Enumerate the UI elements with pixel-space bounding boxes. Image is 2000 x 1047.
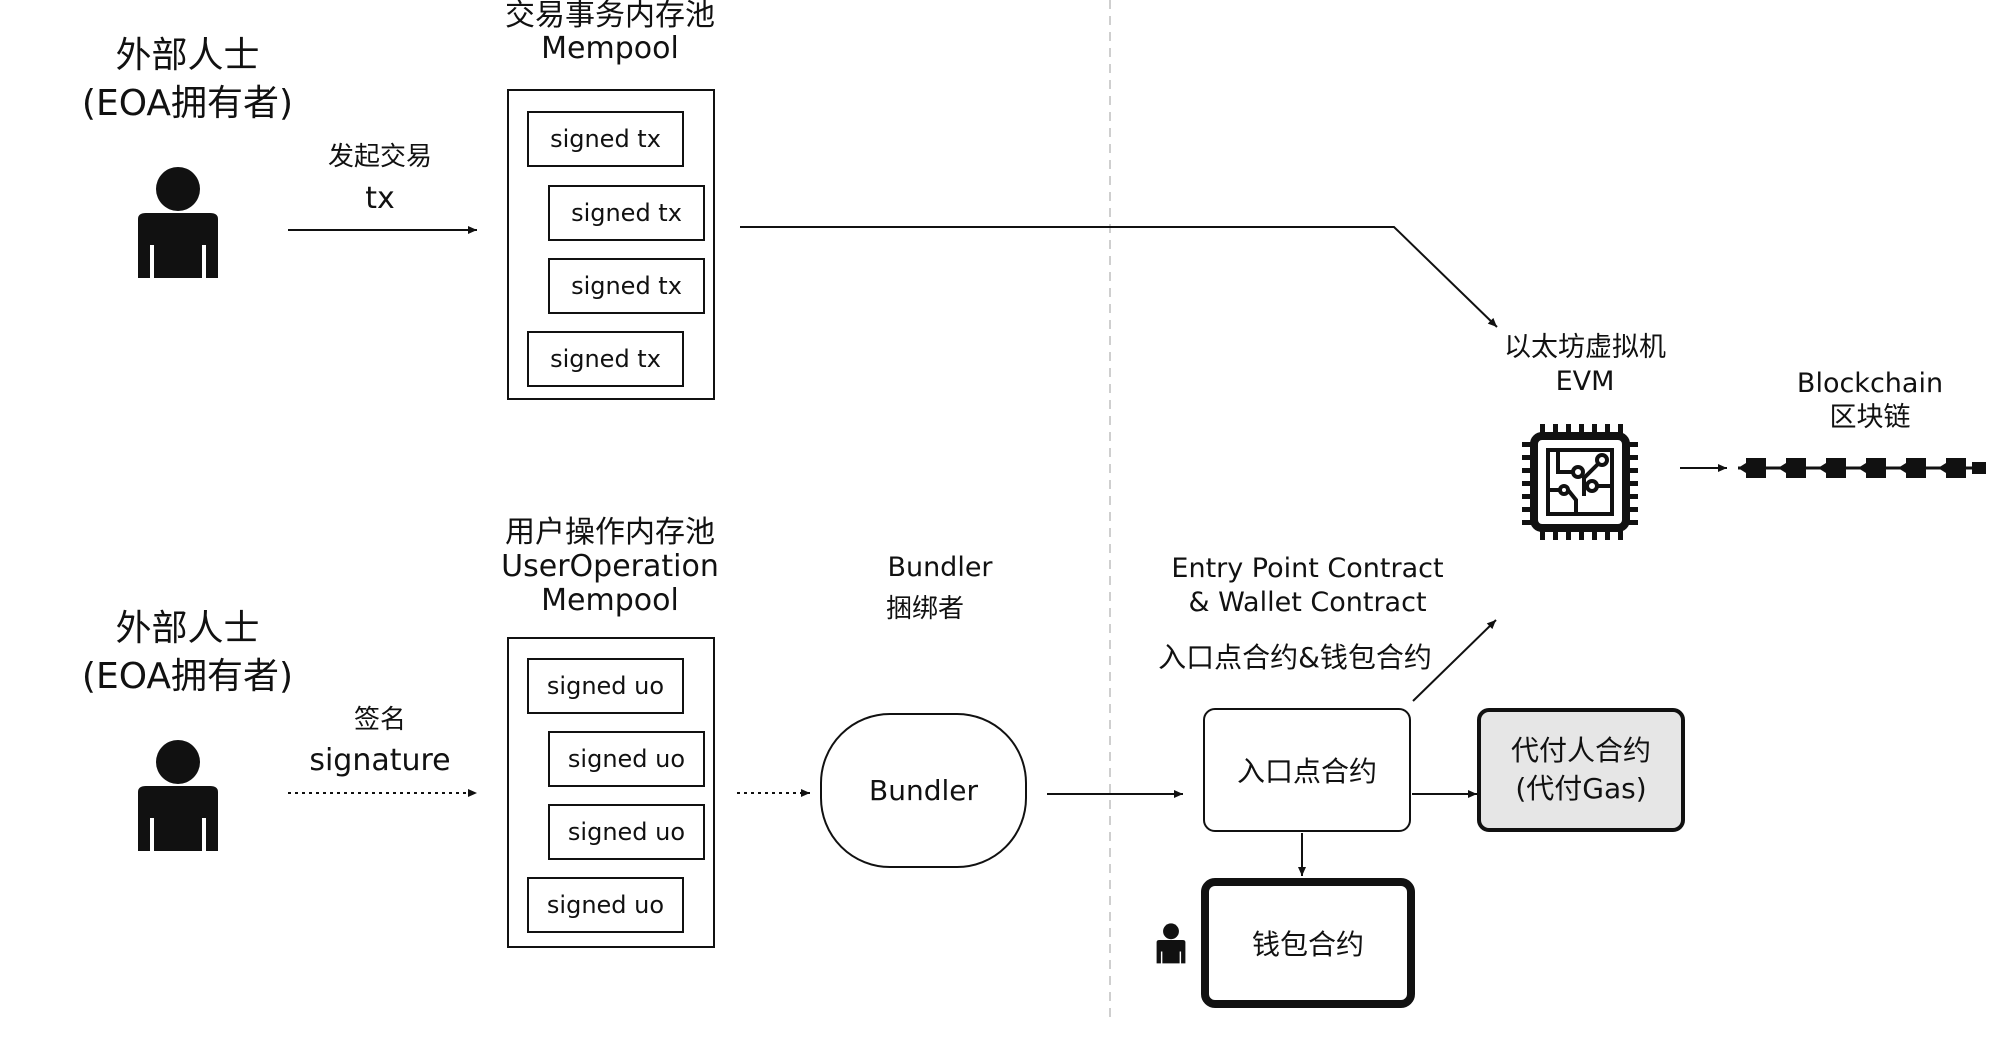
top-actor-line2: (EOA拥有者) bbox=[81, 83, 294, 124]
bottom-action-en: signature bbox=[309, 743, 451, 778]
bottom-uo-item: signed uo bbox=[527, 877, 684, 933]
blockchain-title-cn: 区块链 bbox=[1829, 402, 1911, 433]
bottom-action-cn: 签名 bbox=[353, 705, 406, 735]
paymaster-line2: (代付Gas) bbox=[1515, 772, 1647, 805]
contracts-title-cn: 入口点合约&钱包合约 bbox=[1158, 641, 1432, 674]
top-tx-item: signed tx bbox=[527, 111, 684, 167]
paymaster-contract: 代付人合约 (代付Gas) bbox=[1477, 708, 1685, 832]
top-tx-item: signed tx bbox=[548, 185, 705, 241]
top-actor-label: 外部人士 (EOA拥有者) bbox=[60, 32, 315, 128]
paymaster-line1: 代付人合约 bbox=[1510, 734, 1651, 767]
evm-title-cn: 以太坊虚拟机 bbox=[1504, 332, 1666, 363]
bundler-title-cn: 捆绑者 bbox=[885, 594, 964, 624]
bundler-node: Bundler bbox=[820, 713, 1027, 868]
chain-icon bbox=[1736, 456, 1988, 480]
bottom-mempool-title-en1: UserOperation bbox=[501, 549, 719, 584]
top-actor-line1: 外部人士 bbox=[115, 35, 260, 76]
chip-icon bbox=[1518, 420, 1642, 544]
bottom-uo-item: signed uo bbox=[548, 731, 705, 787]
bottom-actor-line1: 外部人士 bbox=[115, 608, 260, 649]
bottom-actor-line2: (EOA拥有者) bbox=[81, 656, 294, 697]
entry-point-contract: 入口点合约 bbox=[1203, 708, 1411, 832]
bottom-uo-item: signed uo bbox=[548, 804, 705, 860]
contracts-title-en2: & Wallet Contract bbox=[1188, 587, 1427, 618]
evm-title: 以太坊虚拟机 EVM bbox=[1470, 331, 1700, 399]
arrow-entry-evm bbox=[1412, 619, 1497, 702]
bottom-mempool-title-cn: 用户操作内存池 bbox=[505, 515, 715, 550]
evm-title-en: EVM bbox=[1555, 366, 1615, 397]
top-mempool-title-en: Mempool bbox=[541, 31, 679, 66]
top-mempool-title: 交易事务内存池 Mempool bbox=[470, 0, 750, 66]
blockchain-title: Blockchain 区块链 bbox=[1770, 367, 1970, 435]
bottom-mempool bbox=[507, 637, 715, 948]
arrow-mempool-evm bbox=[740, 226, 1498, 328]
contracts-title: Entry Point Contract & Wallet Contract bbox=[1150, 552, 1465, 620]
person-icon bbox=[128, 165, 228, 278]
wallet-contract: 钱包合约 bbox=[1201, 878, 1415, 1008]
top-tx-item: signed tx bbox=[527, 331, 684, 387]
bottom-mempool-title: 用户操作内存池 UserOperation Mempool bbox=[470, 516, 750, 618]
bottom-mempool-title-en2: Mempool bbox=[541, 583, 679, 618]
top-action-cn: 发起交易 bbox=[327, 142, 432, 172]
top-action-en: tx bbox=[365, 181, 395, 216]
contracts-title-en1: Entry Point Contract bbox=[1171, 553, 1444, 584]
bottom-uo-item: signed uo bbox=[527, 658, 684, 714]
bottom-actor-label: 外部人士 (EOA拥有者) bbox=[60, 605, 315, 701]
blockchain-title-en: Blockchain bbox=[1796, 368, 1944, 399]
top-mempool bbox=[507, 89, 715, 400]
bundler-title-en: Bundler bbox=[887, 552, 993, 583]
person-icon bbox=[1153, 922, 1189, 964]
top-tx-item: signed tx bbox=[548, 258, 705, 314]
top-mempool-title-cn: 交易事务内存池 bbox=[505, 0, 715, 33]
person-icon bbox=[128, 738, 228, 851]
